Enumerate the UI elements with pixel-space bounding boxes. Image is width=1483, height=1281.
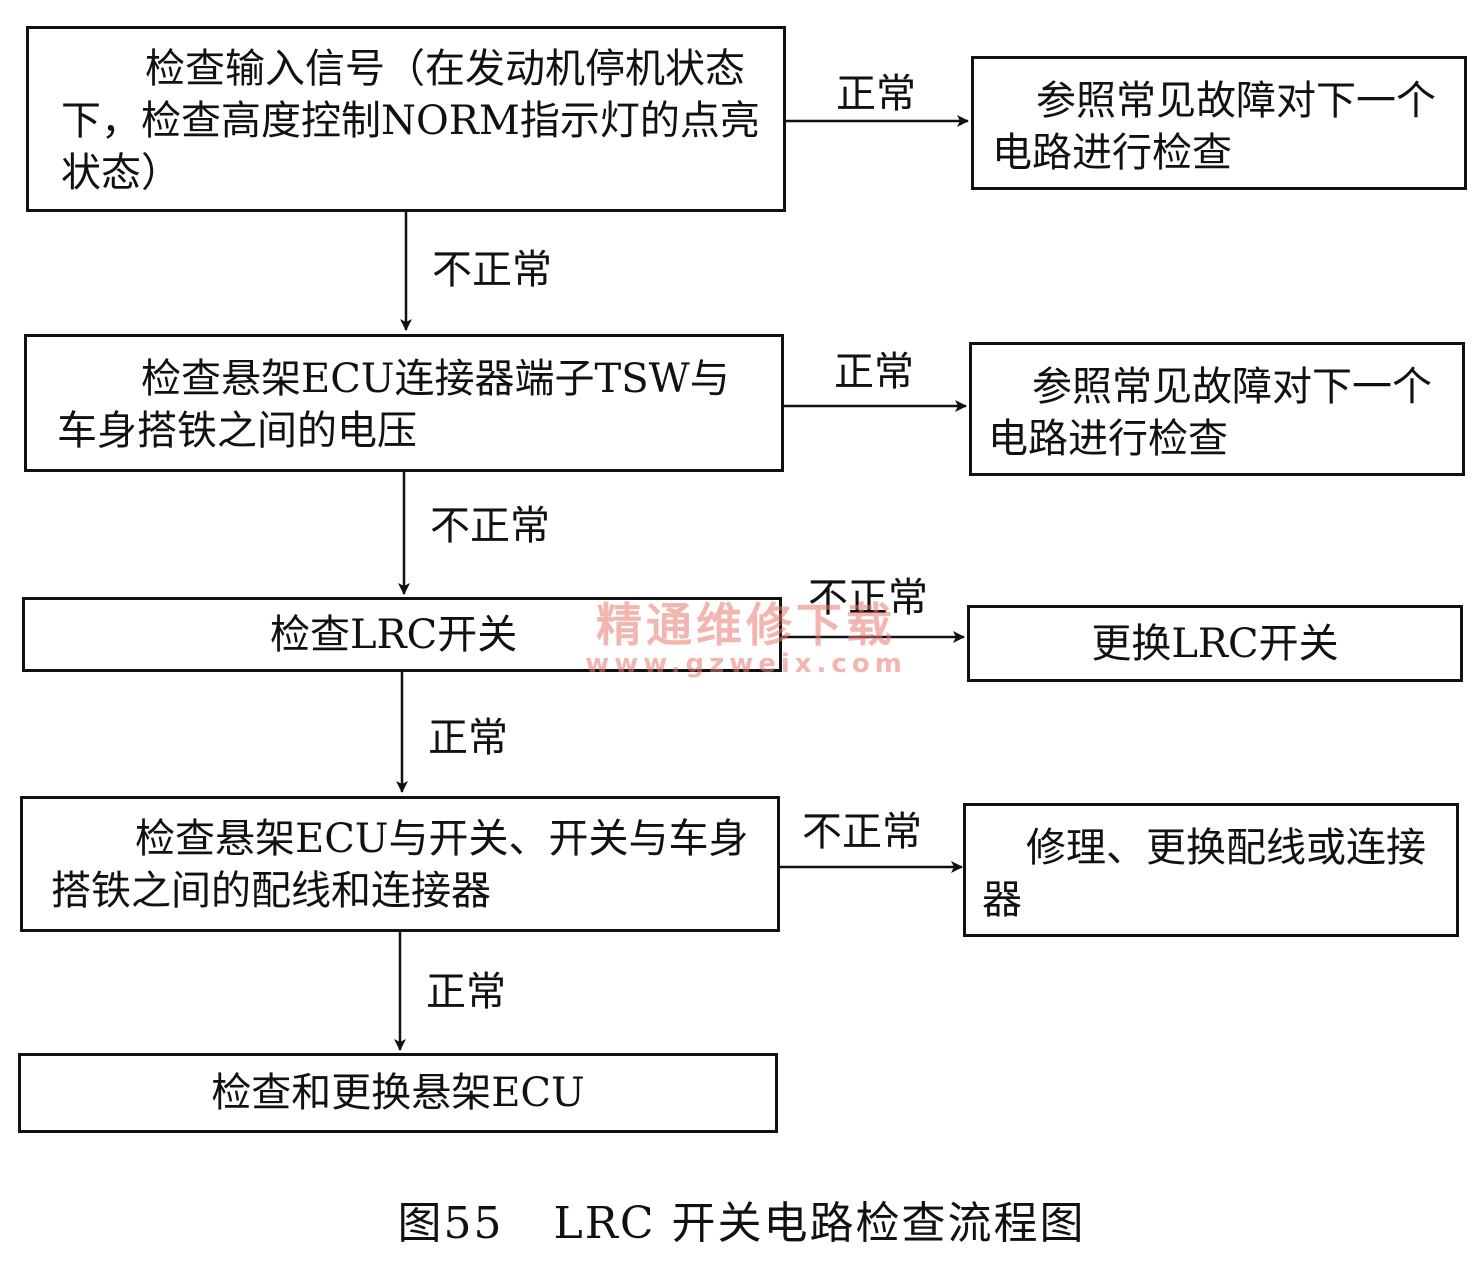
node-check-lrc-switch-text: 检查LRC开关 — [270, 611, 518, 658]
edge-label-e4-normal: 正常 — [426, 969, 506, 1015]
edge-label-e2-normal: 正常 — [834, 349, 914, 395]
node-check-tsw-voltage-text: 检查悬架ECU连接器端子TSW与车身搭铁之间的电压 — [57, 356, 730, 454]
figure-number: 图55 — [397, 1198, 504, 1249]
node-replace-lrc-switch-text: 更换LRC开关 — [1091, 620, 1339, 667]
node-refer-next-circuit-1-text: 参照常见故障对下一个电路进行检查 — [992, 78, 1436, 176]
edge-label-e3-normal: 正常 — [428, 715, 508, 761]
node-check-wiring-text: 检查悬架ECU与开关、开关与车身搭铁之间的配线和连接器 — [51, 816, 749, 914]
figure-title: LRC 开关电路检查流程图 — [553, 1198, 1086, 1249]
node-repair-wiring: 修理、更换配线或连接器 — [963, 803, 1459, 937]
edge-label-e1-normal: 正常 — [836, 71, 916, 117]
node-check-wiring: 检查悬架ECU与开关、开关与车身搭铁之间的配线和连接器 — [20, 796, 780, 932]
node-check-tsw-voltage: 检查悬架ECU连接器端子TSW与车身搭铁之间的电压 — [24, 334, 784, 472]
node-replace-lrc-switch: 更换LRC开关 — [967, 605, 1463, 682]
edge-label-e2-abnormal: 不正常 — [430, 503, 550, 549]
node-refer-next-circuit-2-text: 参照常见故障对下一个电路进行检查 — [988, 364, 1432, 462]
edge-label-e3-abnormal: 不正常 — [808, 575, 928, 621]
node-refer-next-circuit-1: 参照常见故障对下一个电路进行检查 — [971, 56, 1467, 190]
edge-label-e1-abnormal: 不正常 — [432, 247, 552, 293]
node-check-lrc-switch: 检查LRC开关 — [22, 597, 782, 672]
node-check-input-signal: 检查输入信号（在发动机停机状态下，检查高度控制NORM指示灯的点亮状态） — [26, 26, 786, 212]
node-check-replace-ecu: 检查和更换悬架ECU — [18, 1053, 778, 1133]
node-check-input-signal-text: 检查输入信号（在发动机停机状态下，检查高度控制NORM指示灯的点亮状态） — [61, 46, 760, 196]
edge-label-e4-abnormal: 不正常 — [802, 809, 922, 855]
figure-caption: 图55 LRC 开关电路检查流程图 — [0, 1196, 1483, 1252]
node-repair-wiring-text: 修理、更换配线或连接器 — [982, 825, 1426, 923]
node-refer-next-circuit-2: 参照常见故障对下一个电路进行检查 — [969, 342, 1465, 476]
node-check-replace-ecu-text: 检查和更换悬架ECU — [211, 1070, 585, 1116]
